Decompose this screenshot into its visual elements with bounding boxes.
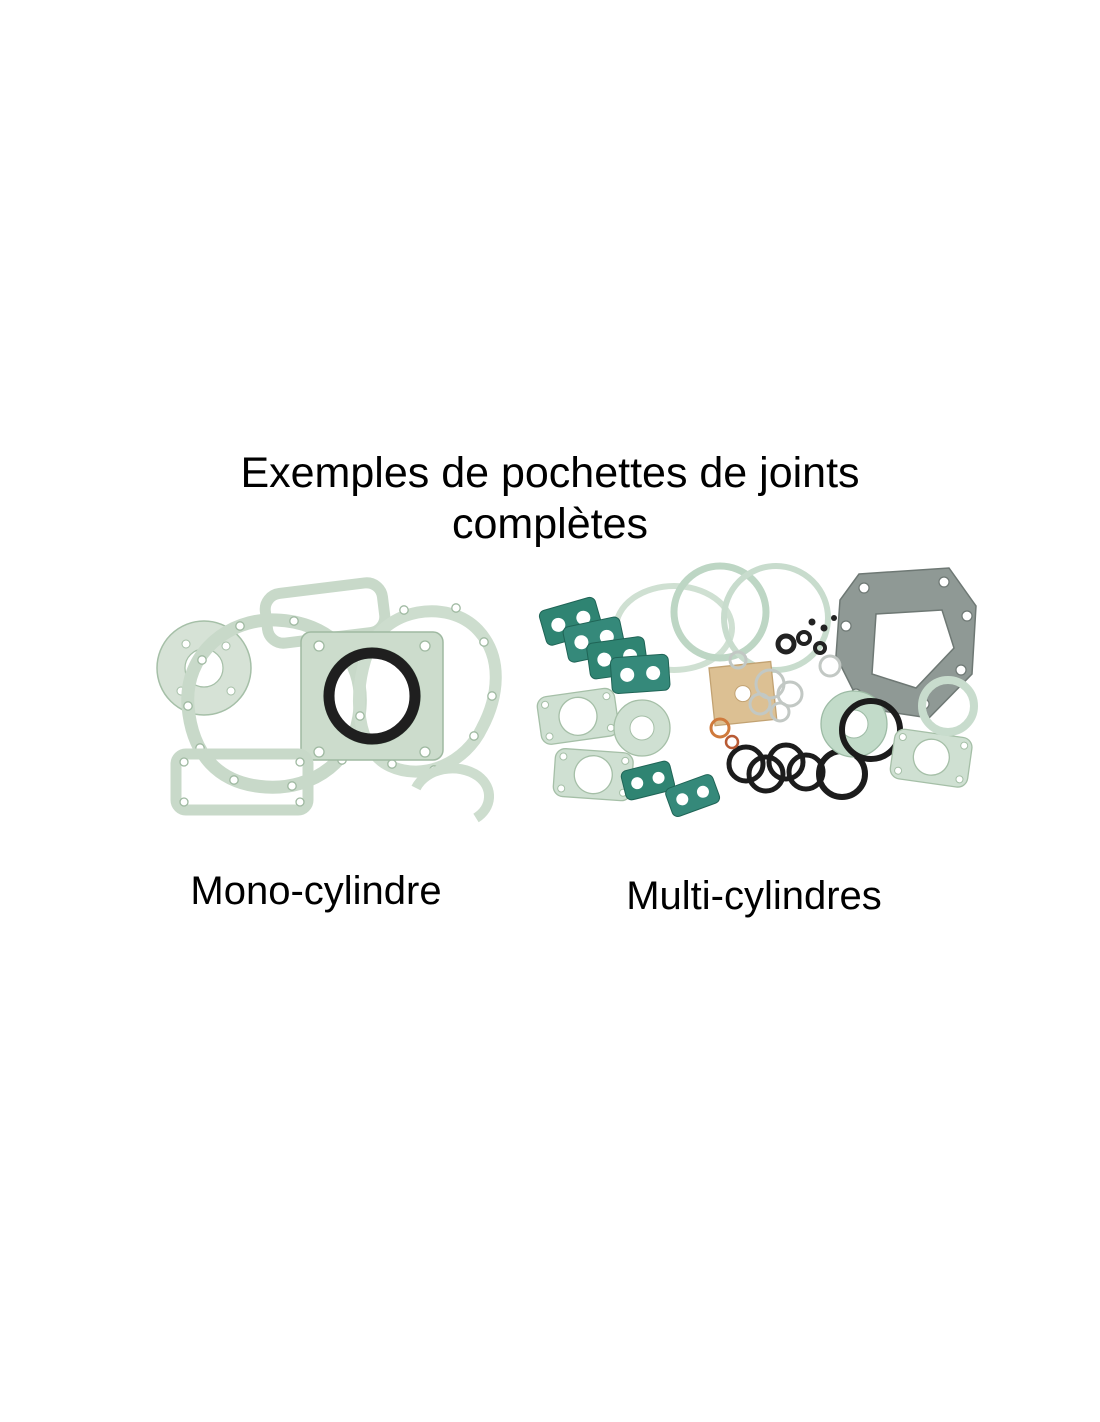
- head-gasket: [889, 728, 973, 788]
- figure-multi-cylinder: Multi-cylindres: [524, 556, 984, 919]
- caption-multi-cylindres: Multi-cylindres: [626, 874, 882, 918]
- caption-mono-cylindre: Mono-cylindre: [190, 869, 442, 913]
- paper-gasket: [708, 660, 778, 727]
- oil-seals: [775, 630, 827, 655]
- gasket-kit-figures: Mono-cylindre: [0, 556, 1100, 919]
- head-oring: [323, 647, 421, 745]
- bolt-holes: [179, 757, 305, 807]
- small-teal-gaskets: [620, 760, 721, 818]
- title-line-1: Exemples de pochettes de joints: [240, 449, 860, 497]
- multi-cylinder-gasket-illustration: [536, 562, 978, 818]
- title-line-2: complètes: [452, 499, 648, 548]
- figure-mono-cylinder: Mono-cylindre: [116, 556, 516, 914]
- white-orings: [728, 650, 842, 723]
- mono-cylinder-gasket-illustration: [156, 577, 502, 823]
- exhaust-gaskets: [538, 596, 671, 695]
- page-title: Exemples de pochettes de joints complète…: [0, 448, 1100, 549]
- head-gasket: [536, 687, 620, 745]
- black-orings: [726, 742, 868, 800]
- gasket-disc: [156, 620, 252, 716]
- bolt-holes: [313, 640, 431, 758]
